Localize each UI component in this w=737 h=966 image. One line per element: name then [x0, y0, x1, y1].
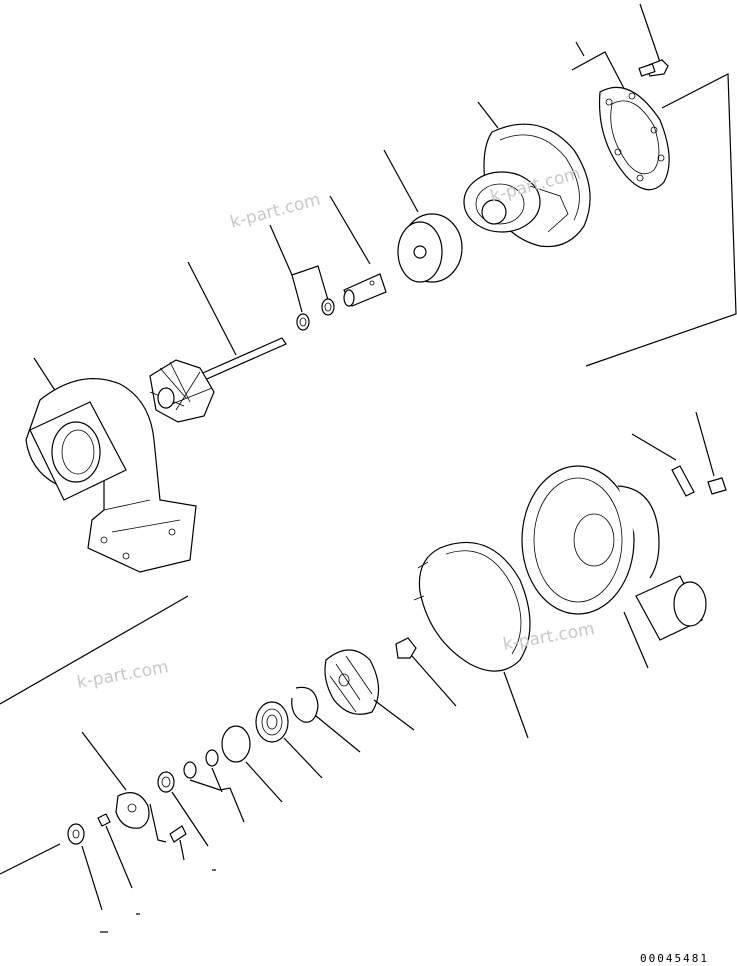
watermark-1: k-part.com — [228, 190, 323, 233]
thrust-plate[interactable] — [383, 149, 463, 283]
bolt-top[interactable] — [638, 3, 669, 77]
drawing-code: 00045481 — [640, 952, 709, 965]
pin-small[interactable] — [169, 825, 187, 861]
watermark-3: k-part.com — [75, 657, 170, 693]
bearing-housing[interactable] — [463, 101, 591, 248]
snap-ring[interactable] — [291, 686, 361, 753]
compressor-housing[interactable] — [521, 465, 707, 669]
nut-small[interactable] — [97, 813, 133, 889]
lock-nut[interactable] — [395, 637, 457, 707]
turbine-shaft[interactable] — [149, 261, 287, 423]
turbine-housing[interactable] — [25, 357, 197, 573]
bolt-lower[interactable] — [695, 411, 727, 495]
compressor-wheel[interactable] — [324, 649, 415, 731]
thrust-collar[interactable] — [81, 731, 167, 843]
o-ring[interactable] — [221, 725, 283, 803]
v-band-clamp[interactable] — [413, 541, 531, 739]
thrust-bearing[interactable] — [255, 701, 323, 779]
pin-lower[interactable] — [631, 433, 695, 497]
seal-rings-lower[interactable] — [183, 749, 245, 823]
thrust-sleeve[interactable] — [329, 195, 387, 307]
gasket[interactable] — [571, 41, 670, 191]
washer[interactable] — [67, 823, 103, 911]
leader-lower-left — [0, 595, 216, 933]
leader-upper-right — [585, 73, 737, 367]
seal-rings-upper[interactable] — [269, 224, 335, 331]
spacer[interactable] — [157, 771, 209, 847]
